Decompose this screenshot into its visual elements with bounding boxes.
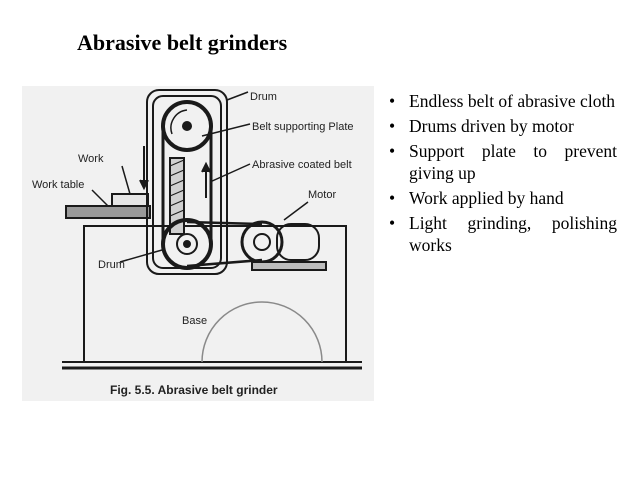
label-work-table: Work table [32,179,84,191]
slide-title: Abrasive belt grinders [77,30,288,55]
label-motor: Motor [308,189,336,201]
work-table [65,205,151,219]
base-outline [83,225,347,363]
label-abrasive-coated-belt: Abrasive coated belt [252,159,352,171]
work-piece [111,193,149,207]
drive-belt-upper [186,220,263,226]
figure-caption: Fig. 5.5. Abrasive belt grinder [110,383,278,397]
label-work: Work [78,153,104,165]
label-drum-bottom: Drum [98,259,125,271]
bullet-item: Support plate to prevent giving up [385,140,617,184]
bullet-item: Endless belt of abrasive cloth [385,90,617,112]
bullet-item: Light grinding, polishing works [385,212,617,256]
label-belt-supporting-plate: Belt supporting Plate [252,121,354,133]
bottom-drum [161,218,213,270]
abrasive-belt-grinder-figure: Drum Belt supporting Plate Work Abrasive… [22,86,374,401]
bullet-item: Work applied by hand [385,187,617,209]
bullet-item: Drums driven by motor [385,115,617,137]
grinder-diagram: Drum Belt supporting Plate Work Abrasive… [32,89,362,397]
drive-belt-lower [186,258,263,268]
label-base: Base [182,315,207,327]
bullet-list: Endless belt of abrasive cloth Drums dri… [385,90,617,259]
label-drum-top: Drum [250,91,277,103]
motor-body [276,223,320,261]
